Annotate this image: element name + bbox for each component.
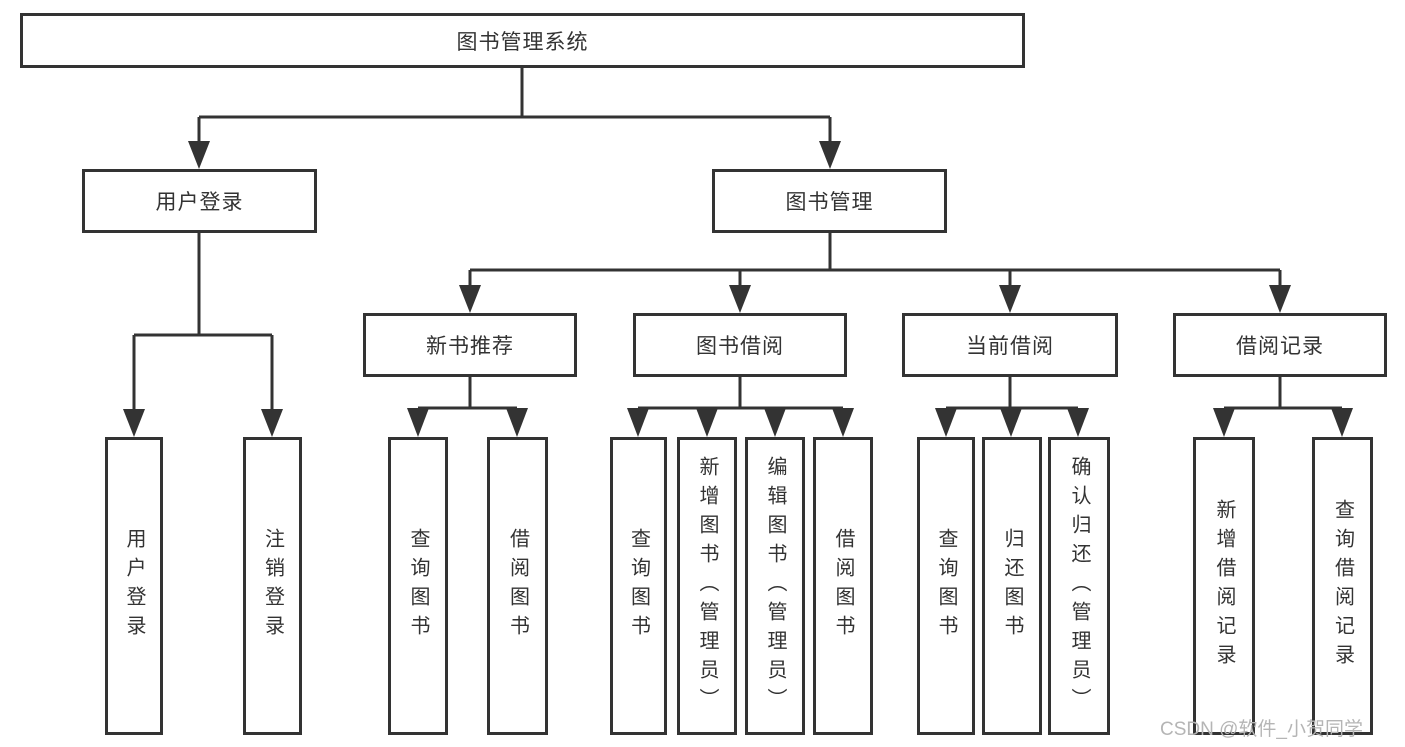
node-label: 图书管理 [785,191,874,214]
node-leaf-borrow-books-2: 借阅图书 [813,437,873,735]
node-book-borrowing: 图书借阅 [633,313,847,377]
node-label: 用户登录 [123,528,145,644]
watermark-text: CSDN @软件_小贺同学 [1160,719,1363,740]
node-book-management: 图书管理 [712,169,947,233]
node-label: 查询图书 [935,528,957,644]
node-leaf-query-books-2: 查询图书 [610,437,667,735]
connector-current-borrow-children [935,377,1089,437]
node-label: 借阅记录 [1236,335,1324,358]
node-label: 查询图书 [627,528,650,644]
node-label: 借阅图书 [832,528,854,644]
node-leaf-add-books-admin: 新增图书（管理员） [677,437,737,735]
node-label: 注销登录 [261,528,284,644]
connector-borrow-record-children [1213,377,1353,437]
node-label: 当前借阅 [966,335,1054,358]
node-label: 确认归还（管理员） [1068,455,1090,717]
connector-new-book-rec-children [407,377,528,437]
node-label: 查询借阅记录 [1331,499,1354,673]
node-label: 归还图书 [1001,528,1023,644]
node-label: 借阅图书 [506,528,529,644]
node-current-borrowing: 当前借阅 [902,313,1118,377]
node-user-login: 用户登录 [82,169,317,233]
node-leaf-borrow-books-1: 借阅图书 [487,437,548,735]
connector-book-borrow-children [627,377,854,437]
connector-root-to-level2 [188,68,841,169]
node-label: 编辑图书（管理员） [764,455,786,717]
node-leaf-logout: 注销登录 [243,437,302,735]
node-library-system: 图书管理系统 [20,13,1025,68]
node-label: 图书管理系统 [456,30,589,54]
node-new-book-recommend: 新书推荐 [363,313,577,377]
node-leaf-return-books: 归还图书 [982,437,1042,735]
node-label: 用户登录 [155,191,244,214]
node-label: 图书借阅 [696,335,784,358]
node-label: 新书推荐 [426,335,514,358]
connector-book-mgmt-children [459,233,1291,313]
node-leaf-user-login: 用户登录 [105,437,163,735]
node-label: 新增图书（管理员） [696,455,718,717]
node-label: 新增借阅记录 [1213,499,1235,673]
node-leaf-query-books-1: 查询图书 [388,437,448,735]
connector-user-login-children [123,233,283,437]
node-leaf-query-books-3: 查询图书 [917,437,975,735]
node-label: 查询图书 [407,528,429,644]
node-leaf-add-borrow-record: 新增借阅记录 [1193,437,1255,735]
node-leaf-query-borrow-record: 查询借阅记录 [1312,437,1373,735]
node-leaf-confirm-return-admin: 确认归还（管理员） [1048,437,1110,735]
node-borrow-records: 借阅记录 [1173,313,1387,377]
node-leaf-edit-books-admin: 编辑图书（管理员） [745,437,805,735]
